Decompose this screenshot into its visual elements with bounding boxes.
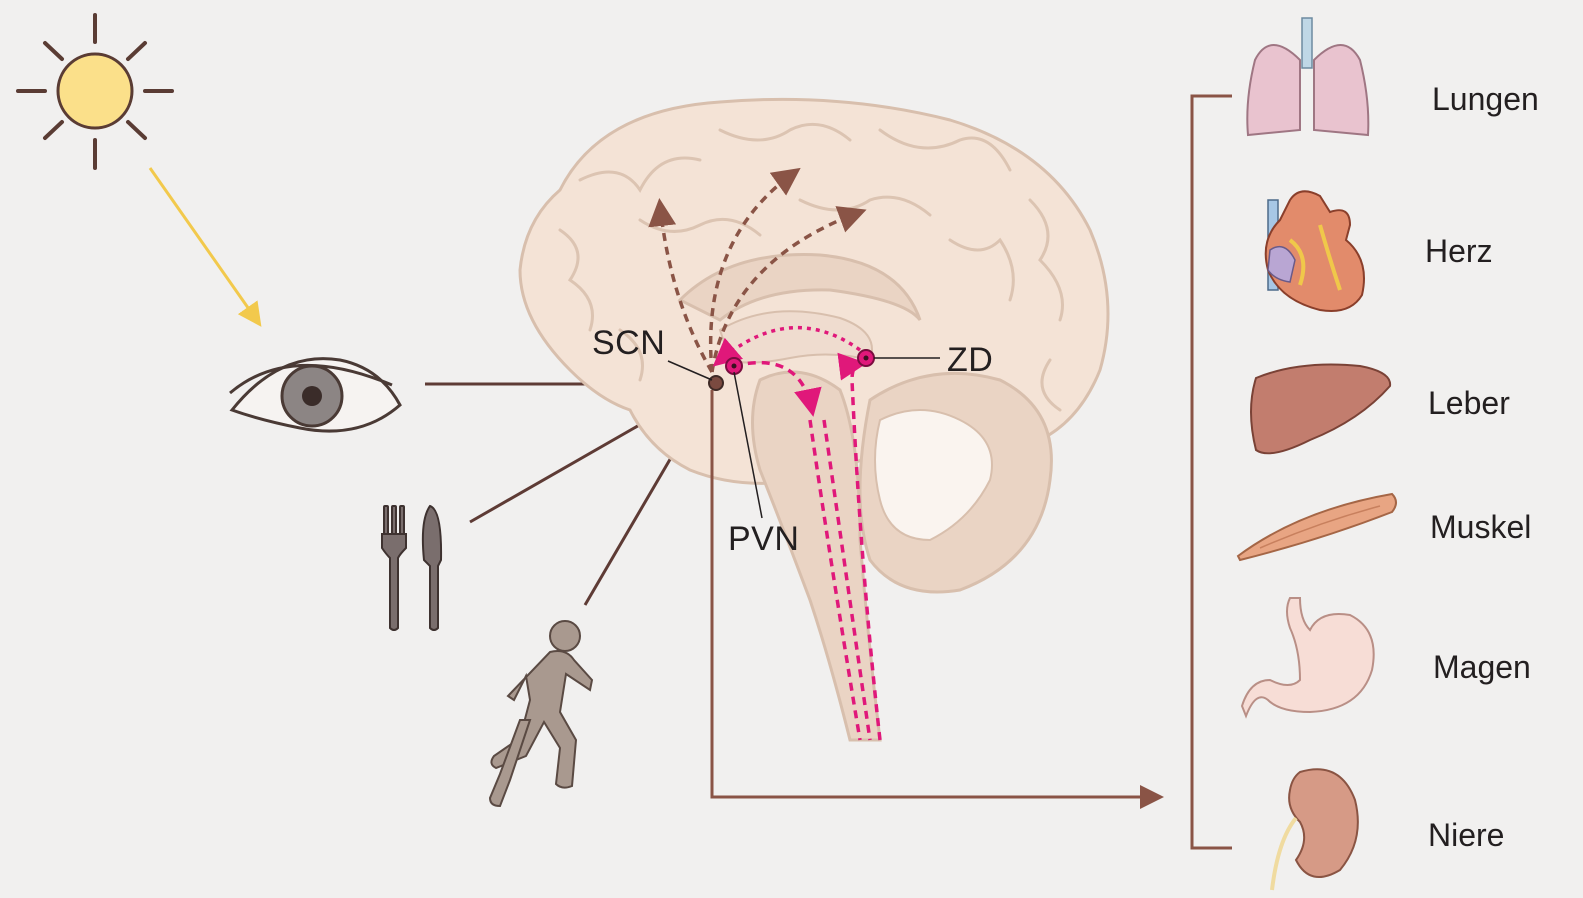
liver-icon <box>1251 365 1390 454</box>
organ-bracket <box>1192 96 1232 848</box>
sun-icon <box>18 15 172 168</box>
organ-label-niere: Niere <box>1428 817 1504 853</box>
scn-label: SCN <box>592 324 665 362</box>
organ-label-lungen: Lungen <box>1432 81 1539 117</box>
heart-icon <box>1266 191 1364 311</box>
zd-label: ZD <box>947 341 993 379</box>
runner-icon <box>490 621 592 806</box>
lungs-icon <box>1247 18 1368 135</box>
organ-label-magen: Magen <box>1433 649 1531 685</box>
pvn-label: PVN <box>728 520 799 558</box>
muscle-icon <box>1238 494 1396 560</box>
organ-label-leber: Leber <box>1428 385 1510 421</box>
organ-label-muskel: Muskel <box>1430 509 1531 545</box>
stomach-icon <box>1242 598 1374 716</box>
fork-knife-icon <box>382 506 441 630</box>
kidney-icon <box>1272 769 1358 890</box>
brain-illustration <box>520 99 1108 740</box>
organ-label-herz: Herz <box>1425 233 1493 269</box>
eye-icon <box>230 359 400 431</box>
sun-to-eye-arrow <box>150 168 258 322</box>
scn-node <box>709 376 723 390</box>
